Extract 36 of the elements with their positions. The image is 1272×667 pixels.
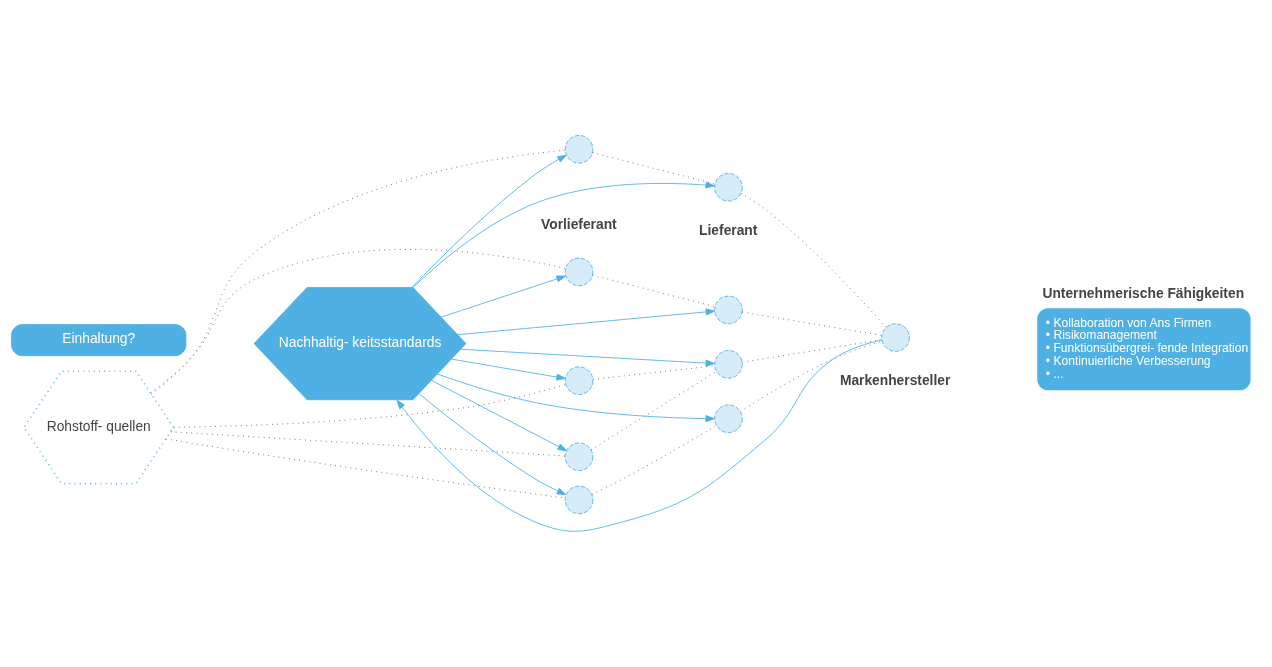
connector [165, 438, 566, 499]
connector [741, 339, 883, 363]
connector [740, 340, 883, 412]
node-circle [881, 323, 910, 352]
connector [592, 365, 715, 380]
arrow [460, 348, 716, 367]
arrow [396, 339, 883, 532]
arrow [418, 393, 567, 496]
node-circle [714, 404, 743, 433]
label: Lieferant [699, 221, 758, 238]
node-circle [714, 350, 743, 379]
connector [150, 248, 566, 394]
node-box: Einhaltung? [11, 324, 187, 357]
arrow [437, 373, 715, 423]
node-circle [714, 173, 743, 202]
arrow [440, 275, 566, 318]
arrow [411, 154, 567, 288]
node-circle [714, 295, 743, 325]
node-circle [564, 366, 594, 395]
node-box: • Kollaboration von Ans Firmen • Risikomanagement • Funktionsübergrei- fende Integration • Kontinuierliche Verbesserung • ... [1037, 308, 1251, 391]
arrow [431, 379, 567, 452]
arrow [412, 181, 715, 288]
connector [591, 425, 717, 495]
arrow [457, 308, 716, 336]
connector [741, 311, 883, 336]
node-circle [564, 257, 594, 287]
connector [590, 370, 717, 451]
label: Vorlieferant [541, 216, 617, 233]
node-label: Unternehmerische Fähigkeiten [1042, 284, 1245, 301]
connector [150, 149, 566, 395]
node-circle [564, 485, 594, 515]
connector [170, 431, 566, 457]
arrow [451, 358, 566, 381]
node-circle [564, 442, 594, 471]
node-circle [564, 135, 594, 164]
label: Markenhersteller [839, 371, 951, 388]
